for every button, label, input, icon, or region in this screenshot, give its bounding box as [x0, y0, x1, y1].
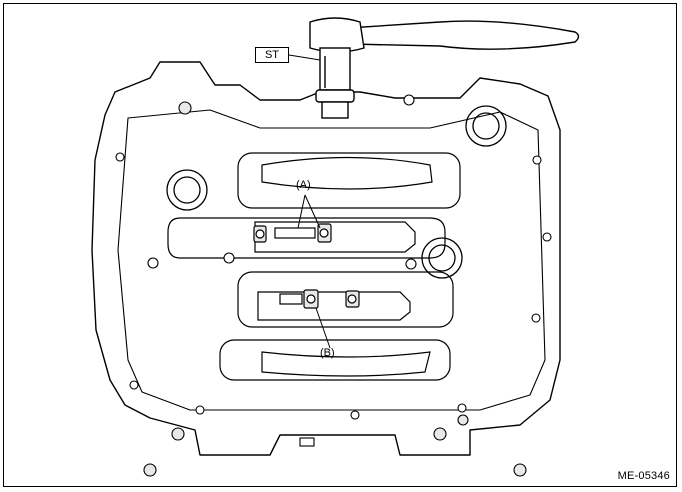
wrench-head: [309, 17, 365, 53]
wrench-handle: [347, 20, 580, 50]
bolt-b-left: [303, 289, 319, 309]
bore-upper-right: [465, 105, 507, 147]
callout-b-label: (B): [320, 347, 335, 359]
crank-web-bottom: [261, 351, 431, 377]
leader-b: [315, 307, 331, 349]
figure-code: ME-05346: [617, 470, 670, 482]
figure-frame: [3, 3, 677, 487]
bolt-a-left: [253, 225, 267, 243]
bore-left: [166, 169, 208, 211]
crank-web-top: [261, 156, 433, 190]
socket-drive: [315, 89, 355, 103]
leader-a: [297, 194, 306, 229]
callout-a-label: (A): [296, 179, 311, 191]
bolt-a-right: [317, 223, 332, 243]
st-label: ST: [255, 47, 289, 63]
bolt-b-right: [345, 290, 360, 308]
bore-right: [421, 237, 463, 279]
